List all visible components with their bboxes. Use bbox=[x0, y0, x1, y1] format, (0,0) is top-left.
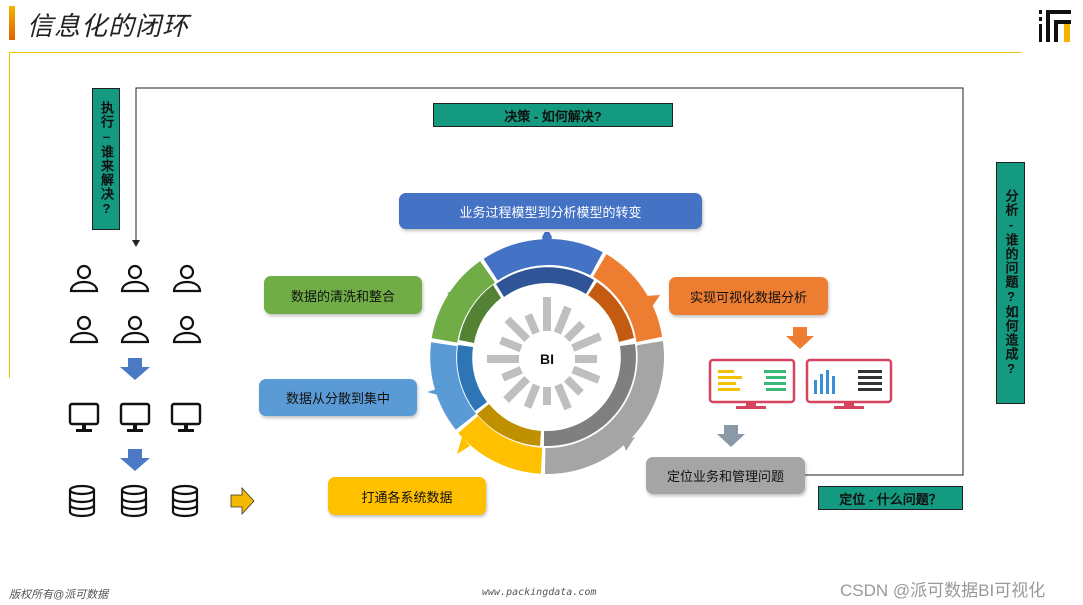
user-icon bbox=[120, 264, 150, 293]
step-visual-analysis: 实现可视化数据分析 bbox=[669, 277, 828, 315]
wheel-segment-blue bbox=[483, 239, 603, 281]
monitors-icon-row bbox=[68, 402, 202, 434]
down-arrow-icon bbox=[786, 327, 814, 349]
user-icon bbox=[172, 315, 202, 344]
bi-wheel: BI bbox=[427, 232, 665, 475]
wheel-segment-green bbox=[431, 261, 495, 343]
footer-website: www.packingdata.com bbox=[482, 587, 597, 598]
execute-label: 执行–谁来解决? bbox=[92, 88, 120, 230]
databases-icon-row bbox=[68, 484, 199, 518]
dashboard-chart-icon bbox=[805, 358, 893, 409]
down-arrow-icon bbox=[120, 449, 150, 471]
dashboard-list-icon bbox=[708, 358, 796, 409]
step-model-transform: 业务过程模型到分析模型的转变 bbox=[399, 193, 702, 229]
monitor-icon bbox=[119, 402, 151, 434]
step-connect-systems: 打通各系统数据 bbox=[328, 477, 486, 515]
page-title: 信息化的闭环 bbox=[27, 11, 190, 41]
user-icon bbox=[69, 264, 99, 293]
wheel-center bbox=[523, 335, 571, 383]
header-divider bbox=[9, 52, 1021, 53]
packingdata-logo bbox=[1039, 10, 1071, 42]
analysis-label: 分析-谁的问题?如何造成? bbox=[996, 162, 1025, 404]
footer-copyright: 版权所有@派可数据 bbox=[9, 589, 109, 601]
step-clean-integrate: 数据的清洗和整合 bbox=[264, 276, 422, 314]
down-arrow-icon bbox=[717, 425, 745, 447]
monitor-icon bbox=[170, 402, 202, 434]
wheel-segment-yellow bbox=[458, 416, 543, 474]
left-frame-line bbox=[9, 52, 10, 378]
monitor-icon bbox=[68, 402, 100, 434]
csdn-watermark: CSDN @派可数据BI可视化 bbox=[840, 581, 1046, 600]
user-icon bbox=[69, 315, 99, 344]
database-icon bbox=[120, 484, 148, 518]
title-accent-bar bbox=[9, 6, 15, 40]
wheel-segment-gray bbox=[544, 341, 665, 475]
right-arrow-icon bbox=[230, 487, 255, 515]
down-arrow-icon bbox=[120, 358, 150, 380]
user-icon bbox=[172, 264, 202, 293]
wheel-segment-lightblue bbox=[430, 342, 476, 430]
positioning-label: 定位 - 什么问题？ bbox=[818, 486, 963, 510]
user-icon bbox=[120, 315, 150, 344]
step-centralize-data: 数据从分散到集中 bbox=[259, 379, 417, 416]
database-icon bbox=[171, 484, 199, 518]
decision-label: 决策 - 如何解决? bbox=[433, 103, 673, 127]
step-locate-problems: 定位业务和管理问题 bbox=[646, 457, 805, 494]
wheel-center-label: BI bbox=[540, 351, 554, 367]
users-icon-grid bbox=[69, 264, 202, 344]
database-icon bbox=[68, 484, 96, 518]
wheel-center-rays bbox=[487, 297, 602, 411]
wheel-segment-orange bbox=[593, 254, 663, 343]
dashboard-icons bbox=[708, 358, 893, 409]
